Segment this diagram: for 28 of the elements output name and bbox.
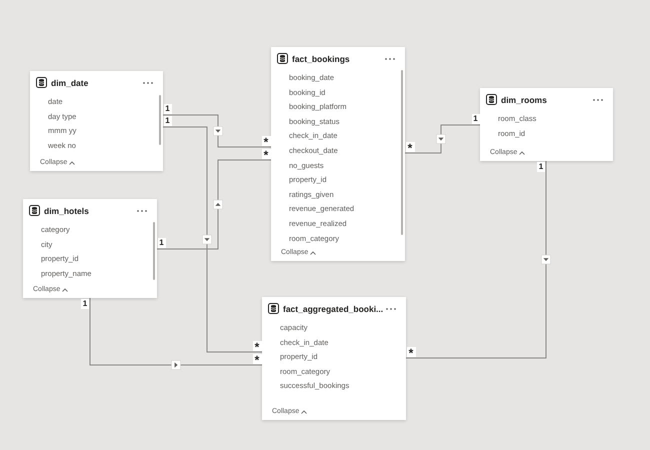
relationship-line — [404, 124, 480, 154]
cardinality-label: 1 — [164, 104, 172, 114]
cardinality-label: * — [252, 341, 262, 351]
relationship-line — [156, 160, 272, 250]
table-card — [262, 297, 406, 420]
table-card — [23, 199, 157, 298]
table-card — [271, 47, 405, 261]
cardinality-label: 1 — [537, 162, 545, 172]
table-name: fact_aggregated_booki... — [283, 304, 384, 314]
relationship-line — [90, 298, 262, 370]
cardinality-label: * — [262, 149, 270, 159]
table-name: dim_date — [51, 78, 88, 88]
cardinality-label: 1 — [158, 238, 166, 248]
cardinality-label: 1 — [81, 298, 89, 308]
relationship-line — [406, 160, 551, 358]
table-name: fact_bookings — [292, 54, 350, 64]
cardinality-label: 1 — [472, 114, 480, 124]
table-name: dim_hotels — [44, 206, 89, 216]
cardinality-label: 1 — [164, 116, 172, 126]
table-name: dim_rooms — [501, 95, 547, 105]
table-card — [480, 88, 613, 161]
relationship-line — [162, 114, 272, 148]
relationship-line — [162, 126, 262, 352]
cardinality-label: * — [262, 136, 270, 146]
cardinality-label: * — [406, 347, 416, 357]
cardinality-label: * — [252, 354, 262, 364]
cardinality-label: * — [406, 142, 414, 152]
table-card — [30, 71, 163, 171]
